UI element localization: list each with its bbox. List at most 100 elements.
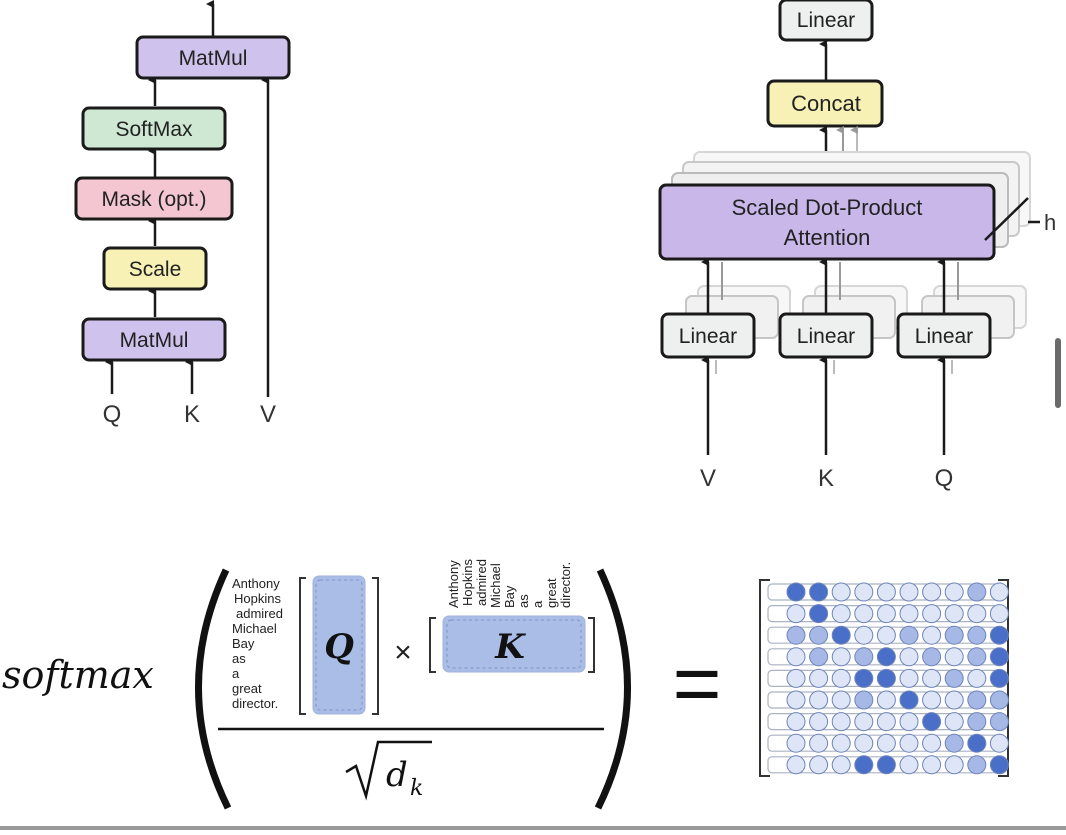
matrix-cell [899, 712, 919, 732]
softmax-label: SoftMax [115, 118, 193, 141]
q-row-tokens: Anthony Hopkins admired Michael Bay as a… [232, 576, 283, 711]
matrix-cell [831, 712, 851, 732]
matrix-cell [809, 712, 829, 732]
matrix-cell [989, 604, 1009, 624]
linear-v-label: Linear [679, 325, 737, 348]
matrix-cell [876, 690, 896, 710]
k-token-5: as [516, 594, 531, 608]
matrix-cell [967, 712, 987, 732]
matrix-cell [922, 690, 942, 710]
matrix-cell [922, 755, 942, 775]
matrix-cell [854, 668, 874, 688]
matrix-cell [989, 712, 1009, 732]
left-big-paren [195, 568, 232, 810]
matmul-top-block: MatMul [135, 35, 291, 80]
matmul-top-label: MatMul [179, 47, 248, 70]
matrix-cell [854, 647, 874, 667]
k-right-bracket [588, 617, 595, 673]
input-k-label: K [184, 401, 200, 428]
q-token-2: admired [236, 606, 283, 621]
q-token-4: Bay [232, 636, 255, 651]
attention-weights-matrix [767, 582, 1009, 775]
input-v-label: V [260, 401, 276, 428]
matrix-cell [876, 647, 896, 667]
matrix-cell [786, 755, 806, 775]
times-sign: × [394, 636, 412, 669]
input-q-label: Q [103, 401, 122, 428]
mask-label: Mask (opt.) [101, 188, 206, 211]
q-right-bracket [372, 577, 379, 715]
mask-block: Mask (opt.) [74, 176, 234, 221]
matrix-cell [809, 755, 829, 775]
matrix-cell [922, 668, 942, 688]
matrix-cell [854, 690, 874, 710]
linear-top-label: Linear [797, 9, 855, 32]
matrix-cell [899, 582, 919, 602]
softmax-formula: softmax Anthony Hopkins admired Michael … [0, 522, 1012, 822]
linear-q-label: Linear [915, 325, 973, 348]
bottom-border [0, 826, 1066, 830]
sqrt-sign [345, 740, 432, 801]
matrix-cell [989, 690, 1009, 710]
matrix-cell [989, 733, 1009, 753]
matrix-cell [876, 582, 896, 602]
matrix-cell [967, 647, 987, 667]
mha-input-q-label: Q [935, 465, 954, 492]
dk-symbol: d [386, 755, 408, 795]
matmul-bottom-label: MatMul [120, 329, 189, 352]
matrix-cell [944, 604, 964, 624]
attention-label-line1: Scaled Dot-Product [732, 195, 923, 220]
matrix-cell [944, 755, 964, 775]
q-token-7: great [232, 681, 262, 696]
matrix-cell [899, 690, 919, 710]
matrix-cell [876, 712, 896, 732]
matrix-cell [989, 625, 1009, 645]
scrollbar-thumb[interactable] [1055, 338, 1061, 408]
h-label: h [1044, 210, 1056, 235]
matrix-cell [944, 690, 964, 710]
q-letter: Q [324, 627, 354, 667]
matrix-cell [989, 582, 1009, 602]
matrix-cell [944, 625, 964, 645]
multi-head-attention-diagram: Linear Concat Scaled Dot-Product Attenti… [658, 0, 1056, 492]
k-token-8: director. [558, 562, 573, 608]
matrix-cell [899, 604, 919, 624]
matrix-cell [967, 755, 987, 775]
k-token-7: great [544, 578, 559, 608]
matrix-cell [854, 733, 874, 753]
matrix-cell [786, 647, 806, 667]
matrix-cell [989, 647, 1009, 667]
matrix-cell [876, 668, 896, 688]
matrix-cell [809, 647, 829, 667]
linear-k-block: Linear [778, 312, 874, 359]
matrix-cell [967, 733, 987, 753]
right-big-paren [594, 568, 631, 810]
k-letter: K [494, 627, 526, 667]
mha-input-k-label: K [818, 465, 834, 492]
matrix-cell [831, 582, 851, 602]
q-token-5: as [232, 651, 246, 666]
matrix-cell [944, 712, 964, 732]
linear-top-block: Linear [778, 0, 874, 42]
matrix-cell [967, 582, 987, 602]
concat-block: Concat [766, 79, 884, 128]
matrix-cell [899, 755, 919, 775]
matrix-cell [899, 733, 919, 753]
matrix-cell [944, 668, 964, 688]
matrix-cell [786, 604, 806, 624]
q-token-6: a [232, 666, 240, 681]
matrix-cell [899, 668, 919, 688]
matrix-cell [922, 582, 942, 602]
matrix-cell [809, 604, 829, 624]
matmul-bottom-block: MatMul [81, 317, 227, 362]
scale-label: Scale [129, 258, 182, 281]
matrix-cell [944, 733, 964, 753]
attention-block: Scaled Dot-Product Attention [658, 183, 996, 261]
matrix-cell [854, 755, 874, 775]
matrix-cell [831, 755, 851, 775]
scaled-dot-product-diagram: MatMul SoftMax Mask (opt.) Scale MatMul … [74, 0, 291, 428]
matrix-cell [786, 712, 806, 732]
matrix-cell [854, 712, 874, 732]
matrix-cell [786, 733, 806, 753]
concat-label: Concat [791, 91, 861, 116]
